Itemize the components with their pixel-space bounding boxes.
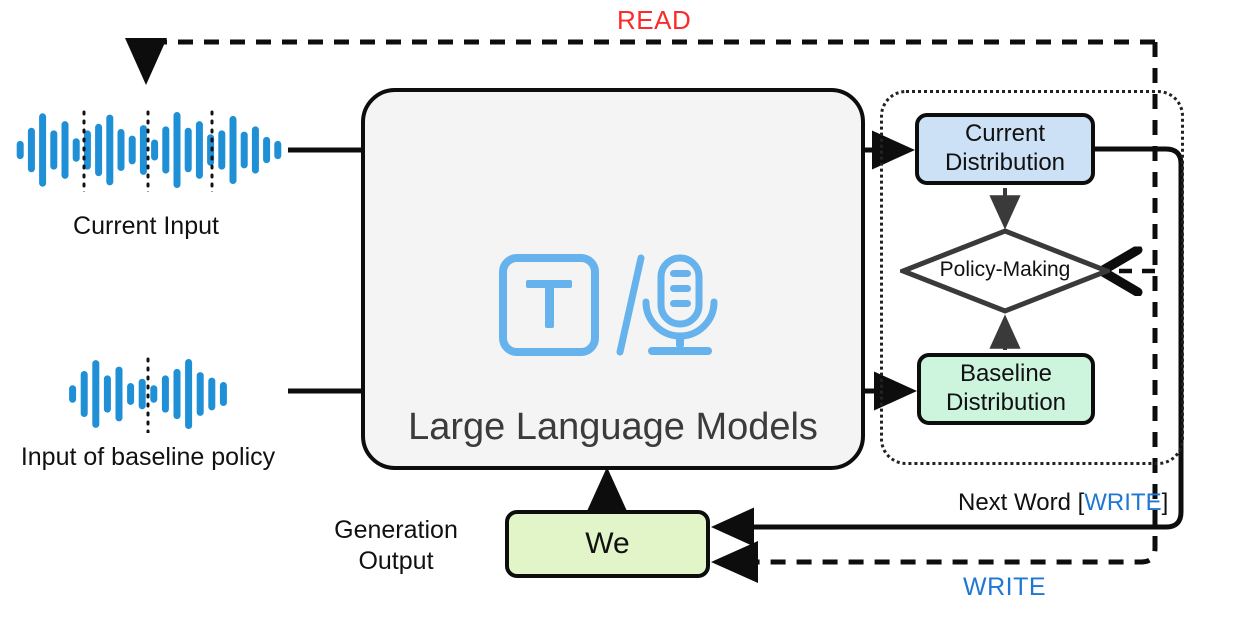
policy-making-diamond[interactable] xyxy=(900,228,1110,314)
next-word-action: WRITE xyxy=(1084,489,1162,516)
generation-output-line2: Output xyxy=(358,547,434,576)
llm-title: Large Language Models xyxy=(408,406,818,448)
next-word-suffix: ] xyxy=(1161,489,1169,516)
generation-output-value: We xyxy=(585,527,630,560)
policy-module-container xyxy=(880,90,1184,465)
read-label: READ xyxy=(617,5,692,35)
baseline-input-label: Input of baseline policy xyxy=(20,443,276,471)
generation-output-line1: Generation xyxy=(334,516,458,544)
current-input-label: Current Input xyxy=(73,212,219,240)
large-language-models-box[interactable]: Large Language Models xyxy=(361,88,865,470)
read-feedback-edge xyxy=(125,38,1155,85)
policy-making-label: Policy-Making xyxy=(939,258,1071,281)
write-label: WRITE xyxy=(963,573,1047,601)
write-feedback-edge xyxy=(711,42,1158,583)
current-input-waveform xyxy=(16,108,282,192)
next-word-label: Next Word [WRITE] xyxy=(958,489,1168,517)
next-word-prefix: Next Word [ xyxy=(958,489,1085,516)
generation-output-box[interactable]: We xyxy=(505,510,710,578)
baseline-input-waveform xyxy=(69,355,227,433)
text-or-speech-icon xyxy=(499,254,718,356)
